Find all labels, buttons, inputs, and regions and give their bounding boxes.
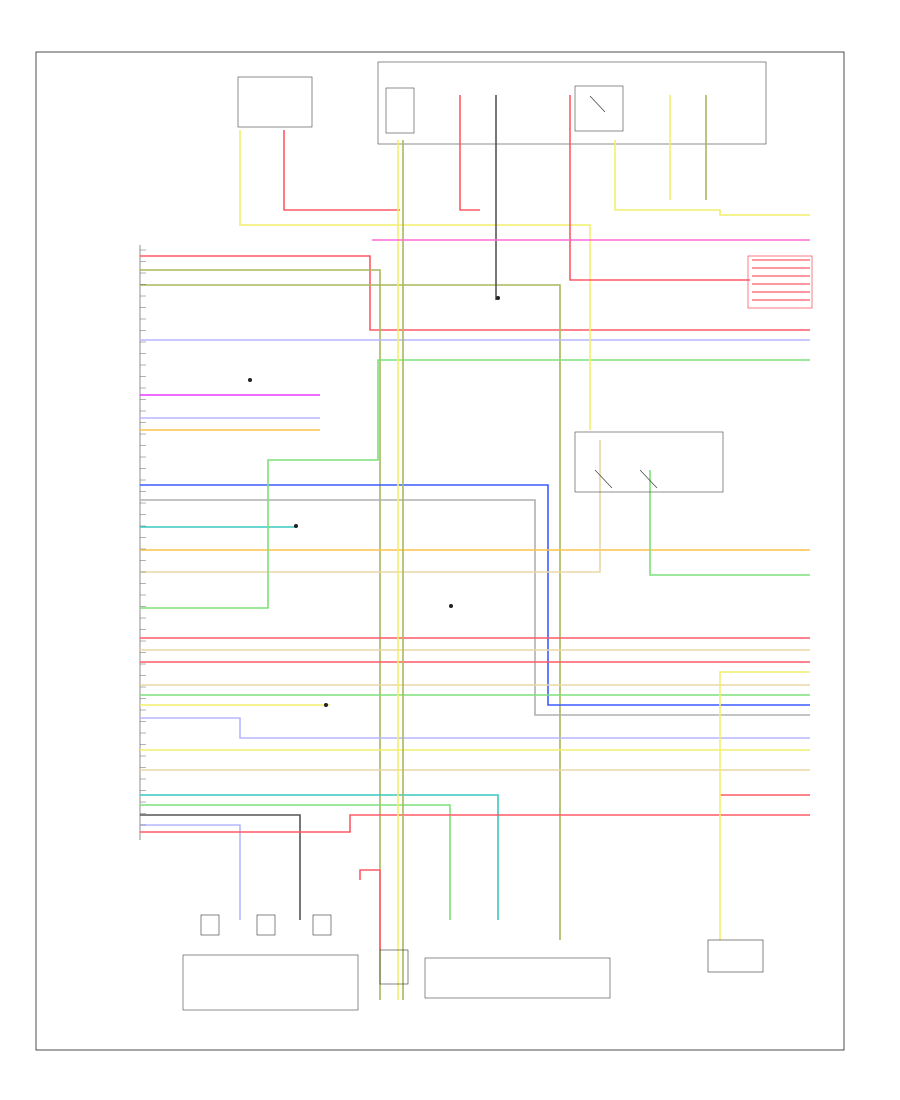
wire-red-short: [459, 95, 480, 211]
relay-switch: [589, 95, 606, 113]
temperature-sensor: [707, 939, 764, 973]
wire-green-right: [649, 470, 810, 576]
ground-splice-block: [747, 255, 813, 309]
wire-green: [140, 359, 810, 609]
wire-olive-1: [140, 269, 381, 1000]
splice-point: [248, 378, 252, 382]
wire-red-bottom: [359, 869, 381, 950]
range-switch-b: [639, 469, 658, 489]
wire-yellow-3: [719, 671, 810, 940]
wire-violet-3: [140, 717, 810, 739]
range-switch-a: [594, 469, 613, 489]
wire-violet-4: [140, 824, 241, 920]
wire-dark: [140, 814, 301, 920]
wire-olive-2: [140, 284, 561, 940]
splice-point: [449, 604, 453, 608]
solenoid-connector-1: [200, 914, 220, 936]
shift-solenoids: [182, 954, 359, 1011]
solenoid-connector-3: [312, 914, 332, 936]
torque-converter-clutch-solenoid: [379, 949, 409, 985]
wire-red-right: [569, 95, 750, 281]
power-distribution-box: [377, 61, 767, 145]
fuse-block-top-left: [237, 76, 313, 128]
fuel-pump-relay: [574, 85, 624, 132]
wire-teal-2: [140, 794, 499, 920]
splice-point: [496, 296, 500, 300]
wire-red-4: [140, 814, 810, 833]
splice-point: [294, 524, 298, 528]
pin-ticks: [140, 249, 146, 826]
wire-green-3: [140, 804, 451, 920]
wire-blue: [140, 484, 810, 706]
pressure-switch-assembly: [424, 957, 611, 999]
wire-tan: [140, 440, 601, 573]
wire-red: [140, 255, 810, 331]
splice-point: [324, 703, 328, 707]
solenoid-connector-2: [256, 914, 276, 936]
pcm-power-relay: [385, 87, 415, 134]
wire-red-top: [283, 130, 400, 211]
wire-gray: [140, 499, 810, 716]
wires: [140, 95, 810, 1000]
transmission-range-sensor: [574, 431, 724, 493]
wire-yellow-top: [239, 130, 591, 430]
diagram-border: [35, 51, 845, 1051]
wire-yellow-right: [614, 140, 810, 216]
